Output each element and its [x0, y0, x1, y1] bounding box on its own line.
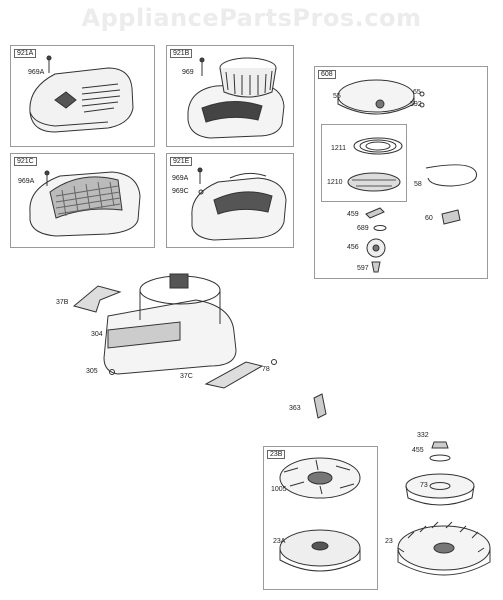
shroud-cover-921c	[29, 170, 141, 237]
handle-60	[441, 209, 461, 225]
blower-housing-304	[103, 273, 237, 375]
box-921b: 921B	[166, 45, 294, 147]
washer-689	[373, 225, 387, 231]
label-23a: 23A	[273, 538, 286, 545]
label-332: 332	[417, 432, 429, 439]
label-459: 459	[347, 211, 359, 218]
label-23: 23	[385, 538, 393, 545]
box-23b: 23B	[263, 446, 378, 590]
starter-rope-58	[425, 164, 477, 187]
box-id-23b: 23B	[267, 450, 286, 459]
pawl-459	[365, 207, 385, 219]
label-455: 455	[412, 447, 424, 454]
screw-78	[271, 359, 277, 365]
label-456: 456	[347, 244, 359, 251]
starter-housing-55	[337, 79, 425, 115]
box-608: 608	[314, 66, 488, 279]
box-id-921b: 921B	[170, 49, 193, 58]
label-969a: 969A	[18, 178, 35, 185]
label-1005: 1005	[271, 486, 287, 493]
label-689: 689	[357, 225, 369, 232]
label-597: 597	[357, 265, 369, 272]
shroud-cover-921e	[191, 167, 287, 241]
cup-73	[405, 473, 475, 506]
label-37c: 37C	[180, 373, 193, 380]
label-73: 73	[420, 482, 428, 489]
washer-455	[429, 454, 451, 462]
watermark: AppliancePartsPros.com	[81, 4, 422, 32]
label-969c: 969C	[172, 188, 189, 195]
label-78: 78	[262, 366, 270, 373]
box-id-608: 608	[318, 70, 336, 79]
screw-305	[109, 369, 115, 375]
flywheel-23a	[279, 529, 361, 572]
shroud-cover-921b	[187, 57, 285, 139]
label-363: 363	[289, 405, 301, 412]
label-305: 305	[86, 368, 98, 375]
box-921e: 921E	[166, 153, 294, 248]
shroud-cover-921a	[29, 55, 134, 133]
label-55: 55	[333, 93, 341, 100]
flywheel-23	[397, 521, 491, 576]
baffle-37c	[204, 361, 264, 389]
pulley-1210	[347, 172, 401, 192]
label-37b: 37B	[56, 299, 69, 306]
label-304: 304	[91, 331, 103, 338]
box-id-921a: 921A	[14, 49, 37, 58]
label-58: 58	[414, 181, 422, 188]
label-1210: 1210	[327, 179, 343, 186]
box-921c: 921C	[10, 153, 155, 248]
bracket-363	[313, 393, 327, 419]
box-id-921c: 921C	[14, 157, 37, 166]
label-969a: 969A	[172, 175, 189, 182]
fan-1005	[279, 457, 361, 499]
baffle-37b	[72, 285, 122, 313]
box-id-921e: 921E	[170, 157, 193, 166]
label-60: 60	[425, 215, 433, 222]
nut-332	[431, 441, 449, 449]
label-65: 65	[413, 89, 421, 96]
recoil-spring-1211	[353, 137, 403, 155]
box-921a: 921A	[10, 45, 155, 147]
label-1211: 1211	[331, 145, 347, 152]
label-969: 969	[182, 69, 194, 76]
label-592: 592	[410, 101, 422, 108]
label-969a: 969A	[28, 69, 45, 76]
box-608-inner	[321, 124, 407, 202]
screw-597	[371, 261, 381, 273]
